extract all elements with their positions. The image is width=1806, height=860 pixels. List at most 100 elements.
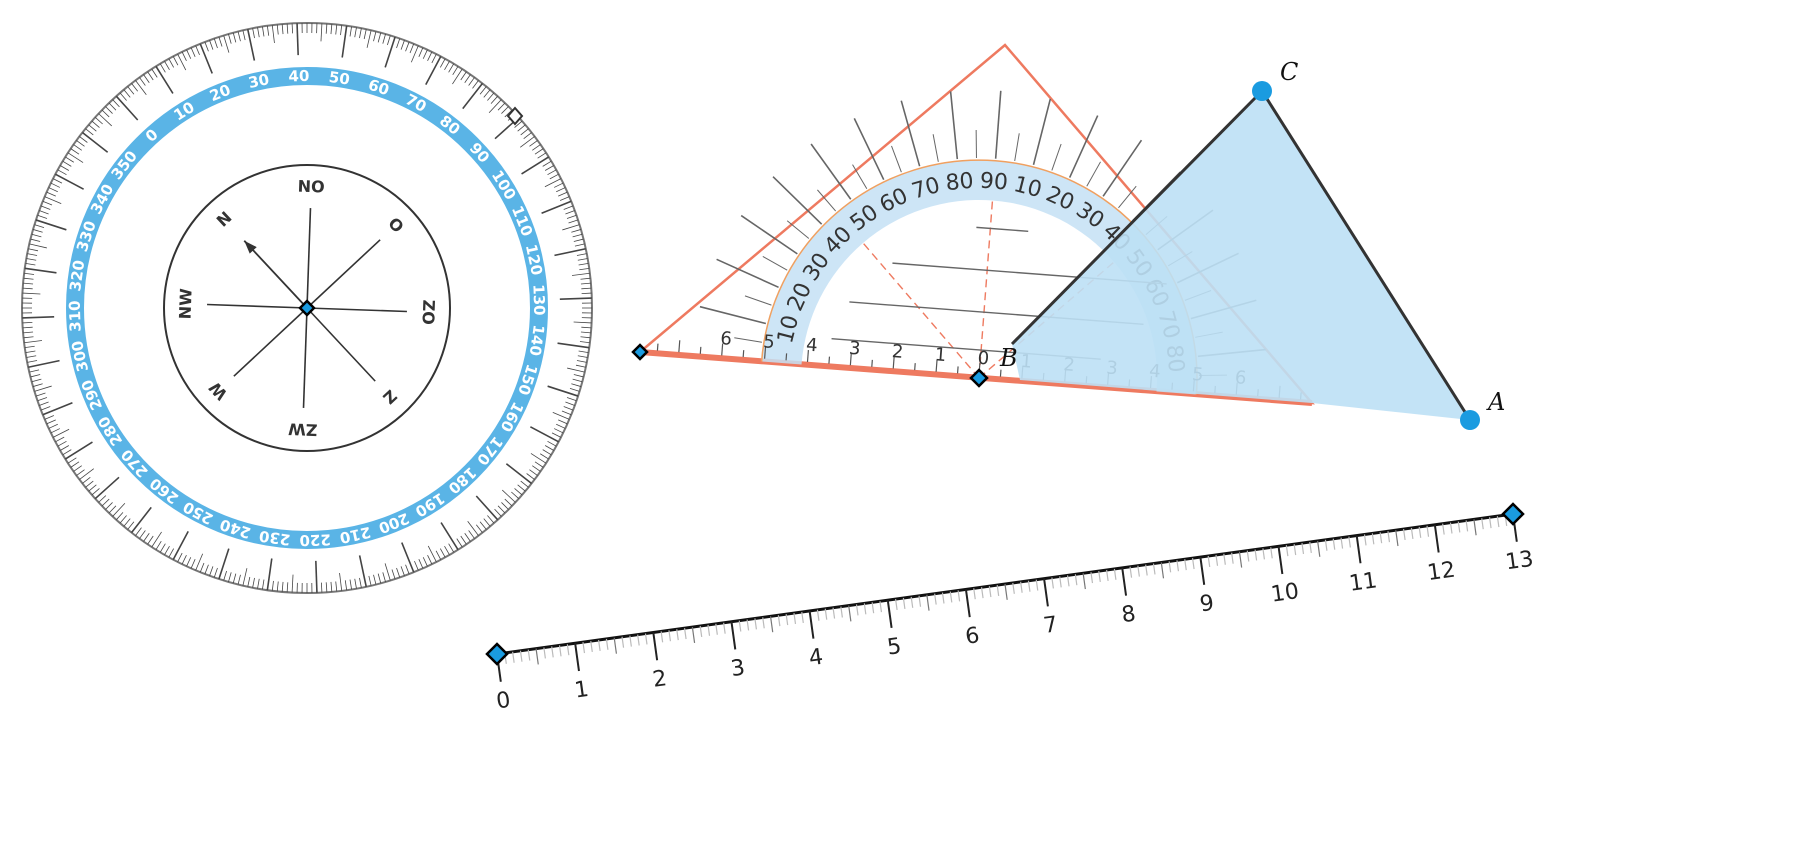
compass-tick xyxy=(444,60,450,71)
ruler-tick xyxy=(949,591,953,603)
set-square-ruler-tick xyxy=(806,349,809,363)
ruler-tick xyxy=(1309,541,1312,553)
ruler-label: 10 xyxy=(1269,579,1300,608)
compass-tick xyxy=(164,60,170,71)
compass-tick xyxy=(242,30,246,41)
compass-tick xyxy=(76,140,85,147)
compass-tick xyxy=(24,345,35,349)
ruler-tick xyxy=(1355,535,1362,564)
compass-tick xyxy=(530,426,560,443)
compass-tick xyxy=(483,518,491,527)
compass-tick xyxy=(504,109,513,118)
ruler-tick xyxy=(762,617,765,629)
compass-tick xyxy=(213,38,218,49)
ruler-tick xyxy=(621,636,625,648)
compass-tick xyxy=(382,33,386,44)
ruler-tick xyxy=(1231,552,1234,564)
compass-tick xyxy=(571,272,590,276)
compass-tick xyxy=(581,292,592,295)
compass-tick xyxy=(281,581,284,592)
set-square-ruler-tick xyxy=(956,366,959,374)
compass-tick xyxy=(320,582,323,593)
point-a[interactable] xyxy=(1460,410,1480,430)
protractor-tick xyxy=(786,220,810,239)
compass-tick xyxy=(127,86,135,95)
ruler-tick xyxy=(1457,521,1461,533)
compass-tick xyxy=(48,423,58,429)
ruler-tick xyxy=(1371,533,1375,545)
compass-tick xyxy=(67,457,77,464)
compass-tick xyxy=(563,205,574,210)
ruler-end-handle[interactable] xyxy=(1501,502,1525,526)
segment-bc[interactable] xyxy=(1010,89,1264,346)
ruler-tick xyxy=(848,605,852,622)
compass-tick xyxy=(108,505,117,514)
compass-tick xyxy=(237,574,241,585)
compass-tick xyxy=(565,210,575,215)
compass-tick xyxy=(532,465,541,472)
protractor-tick xyxy=(772,176,823,225)
compass-tick xyxy=(218,36,223,47)
compass-tick xyxy=(553,428,564,434)
ruler-tick xyxy=(1035,579,1039,591)
compass-tick xyxy=(30,374,41,378)
set-square-parallel-line xyxy=(976,226,1029,233)
compass-tick xyxy=(81,131,109,153)
compass-tick xyxy=(418,47,424,57)
ruler-start-handle[interactable] xyxy=(485,642,509,666)
ruler-tick xyxy=(1098,570,1101,583)
compass-tick xyxy=(291,23,294,34)
compass-tick xyxy=(384,563,391,581)
compass-tick xyxy=(571,229,582,233)
compass-center-handle[interactable] xyxy=(298,299,316,317)
compass-tick xyxy=(101,498,110,507)
ruler-tick xyxy=(1121,567,1128,596)
compass-tick xyxy=(373,574,377,585)
point-c[interactable] xyxy=(1252,81,1272,101)
compass-rotate-handle[interactable] xyxy=(506,106,524,126)
compass-tick xyxy=(181,554,187,565)
compass-tick xyxy=(223,35,230,53)
set-square-ruler-label: 1 xyxy=(934,344,947,366)
set-square-ruler-tick xyxy=(871,359,873,367)
ruler-tick xyxy=(769,616,774,633)
compass-tick xyxy=(387,35,391,46)
ruler-tick xyxy=(551,646,554,658)
compass-tick xyxy=(425,55,442,85)
compass-tick xyxy=(35,219,67,231)
compass-tick xyxy=(504,498,513,507)
compass-tick xyxy=(35,392,46,397)
ruler-tick xyxy=(738,620,742,632)
compass-tick xyxy=(247,576,251,587)
ruler-tick xyxy=(926,594,930,611)
ruler-tick xyxy=(988,586,992,598)
compass-tick xyxy=(112,502,126,517)
ruler-tick xyxy=(1106,569,1109,581)
ruler-tick xyxy=(1410,527,1414,539)
compass-tick xyxy=(519,136,535,148)
compass-degree-label: 220 xyxy=(299,530,331,549)
ruler-tick xyxy=(1387,531,1391,543)
compass-tick xyxy=(151,531,162,548)
triangle-abc[interactable]: ABC xyxy=(969,58,1505,430)
compass-tick xyxy=(115,95,139,121)
ruler-tick xyxy=(1277,546,1284,575)
compass-tick xyxy=(448,543,455,553)
compass-degree-label: 130 xyxy=(529,284,548,316)
ruler-label: 11 xyxy=(1348,568,1379,597)
compass-tick xyxy=(377,573,382,584)
compass-degree-label: 230 xyxy=(258,527,292,549)
ruler-tick xyxy=(1027,580,1031,592)
set-square-rotate-handle[interactable] xyxy=(631,343,649,361)
segment-ca[interactable] xyxy=(1260,90,1472,421)
protractor-tick xyxy=(932,134,939,162)
compass-tick xyxy=(349,579,352,590)
compass-tick xyxy=(199,43,213,74)
point-b-handle[interactable] xyxy=(969,368,989,388)
compass-tick xyxy=(391,569,396,580)
compass-tick xyxy=(44,196,62,205)
ruler-tick xyxy=(1215,554,1219,566)
